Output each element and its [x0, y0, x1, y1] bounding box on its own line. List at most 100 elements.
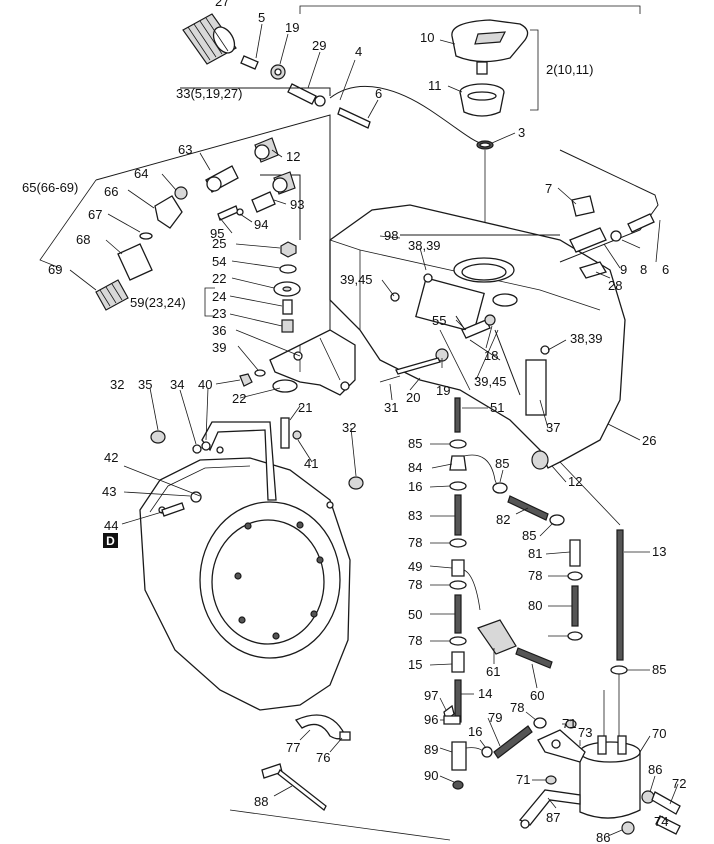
label-27: 27	[215, 0, 229, 9]
oring-85-c	[549, 514, 565, 526]
bushing-23	[281, 319, 294, 333]
fitting-12-lower	[272, 171, 296, 195]
screw-72	[651, 791, 681, 815]
label-90: 90	[424, 768, 438, 783]
label-37: 37	[546, 420, 560, 435]
oring-8	[610, 230, 622, 242]
label-85-b: 85	[495, 456, 509, 471]
label-93: 93	[290, 197, 304, 212]
label-65: 65(66-69)	[22, 180, 78, 195]
clamp-96	[443, 715, 461, 725]
tube-6-top	[337, 107, 371, 129]
fitting-12-upper	[254, 137, 279, 163]
tube-13	[616, 529, 624, 661]
oring-16-b	[481, 746, 493, 758]
nut-35	[192, 444, 202, 454]
washer-94	[236, 208, 244, 216]
washer-54	[279, 264, 297, 274]
label-86-a: 86	[648, 762, 662, 777]
label-31: 31	[384, 400, 398, 415]
clamp-77	[294, 714, 346, 740]
housing-26	[329, 204, 626, 470]
label-44: 44	[104, 518, 118, 533]
screw-95	[217, 205, 239, 221]
nut-32-left	[150, 430, 166, 444]
label-82: 82	[496, 512, 510, 527]
label-25: 25	[212, 236, 226, 251]
fitting-7	[571, 195, 595, 217]
label-5: 5	[258, 10, 265, 25]
label-2-10-11: 2(10,11)	[546, 62, 593, 77]
label-54: 54	[212, 254, 226, 269]
label-20: 20	[406, 390, 420, 405]
washer-86-b	[621, 821, 635, 835]
sleeve-61	[477, 619, 517, 655]
stud-21	[280, 417, 290, 449]
rod-60	[515, 647, 553, 669]
label-84: 84	[408, 460, 422, 475]
label-66: 66	[104, 184, 118, 199]
tube-83	[454, 494, 462, 536]
rod-20	[395, 357, 441, 375]
label-51: 51	[490, 400, 504, 415]
label-98: 98	[384, 228, 398, 243]
label-69: 69	[48, 262, 62, 277]
label-21: 21	[298, 400, 312, 415]
oring-78-d	[567, 571, 583, 581]
label-79: 79	[488, 710, 502, 725]
label-16-a: 16	[408, 479, 422, 494]
label-64: 64	[134, 166, 148, 181]
label-80: 80	[528, 598, 542, 613]
clip-28	[579, 261, 607, 279]
label-38-39-top: 38,39	[408, 238, 441, 253]
spacer-24	[282, 299, 293, 315]
label-38-39-right: 38,39	[570, 331, 603, 346]
label-11: 11	[428, 78, 442, 93]
fitting-84	[449, 455, 467, 471]
label-49: 49	[408, 559, 422, 574]
nut-64	[174, 186, 188, 200]
bracket-87	[518, 789, 581, 829]
label-43: 43	[102, 484, 116, 499]
oring-3	[476, 140, 494, 150]
label-34: 34	[170, 377, 184, 392]
label-32-right: 32	[342, 420, 356, 435]
fitting-63	[205, 165, 239, 193]
knob-69	[95, 279, 129, 311]
leader-lines	[69, 23, 679, 837]
bracket-73	[537, 729, 586, 763]
label-78-d: 78	[528, 568, 542, 583]
fitting-93	[251, 191, 276, 213]
label-78-a: 78	[408, 535, 422, 550]
label-78-f: 78	[510, 700, 524, 715]
label-36: 36	[212, 323, 226, 338]
label-71-lower: 71	[516, 772, 530, 787]
label-10: 10	[420, 30, 434, 45]
cover-plate	[139, 421, 351, 711]
oring-78-b	[449, 580, 467, 590]
oring-78-c	[449, 636, 467, 646]
label-72: 72	[672, 776, 686, 791]
washer-39	[254, 369, 266, 377]
label-86-b: 86	[596, 830, 610, 844]
label-40: 40	[198, 377, 212, 392]
label-28: 28	[608, 278, 622, 293]
bracket-36	[269, 329, 356, 396]
label-8: 8	[640, 262, 647, 277]
tube-6-right	[627, 213, 655, 233]
label-67: 67	[88, 207, 102, 222]
label-81: 81	[528, 546, 542, 561]
nut-34	[201, 441, 211, 451]
label-19: 19	[285, 20, 299, 35]
oring-85-a	[449, 439, 467, 449]
label-16-b: 16	[468, 724, 482, 739]
screw-74	[655, 815, 681, 835]
label-7: 7	[545, 181, 552, 196]
label-19-center: 19	[436, 383, 450, 398]
label-41: 41	[304, 456, 318, 471]
washer-22-lower	[272, 379, 298, 393]
washer-86-a	[641, 790, 655, 804]
label-95: 95	[210, 226, 224, 241]
cap-90	[452, 780, 464, 790]
